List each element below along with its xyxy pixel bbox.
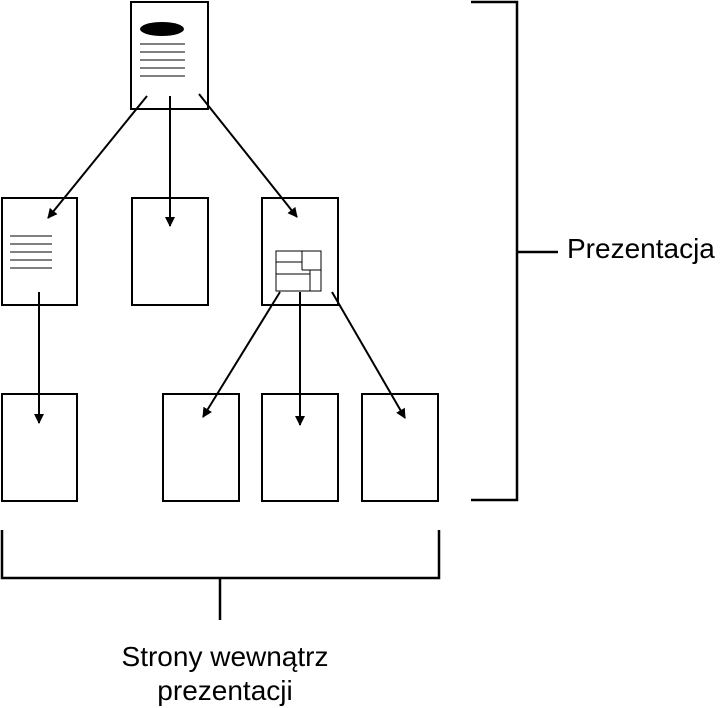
presentation-bracket bbox=[471, 0, 558, 502]
page-node-level1-left bbox=[1, 197, 78, 306]
arrow-root-to-level1-left bbox=[47, 95, 148, 219]
page-node-level2-b bbox=[162, 393, 240, 502]
pages-label-line-2: prezentacji bbox=[157, 675, 293, 706]
pages-bracket bbox=[0, 530, 441, 620]
arrow-root-to-level1-right bbox=[198, 93, 298, 218]
text-lines-icon bbox=[140, 43, 185, 77]
arrow-level1-right-to-level2-d bbox=[331, 291, 406, 419]
pages-label-line-1: Strony wewnątrz bbox=[121, 641, 329, 672]
pages-inside-presentation-label: Strony wewnątrz prezentacji bbox=[60, 640, 390, 708]
text-lines-icon bbox=[10, 235, 52, 269]
presentation-label: Prezentacja bbox=[567, 233, 715, 264]
arrow-level1-right-to-level2-b bbox=[202, 291, 281, 418]
title-placeholder-icon bbox=[140, 22, 184, 36]
page-node-root bbox=[130, 1, 209, 110]
layout-grid-icon bbox=[275, 250, 322, 292]
page-node-level1-right bbox=[261, 197, 339, 306]
